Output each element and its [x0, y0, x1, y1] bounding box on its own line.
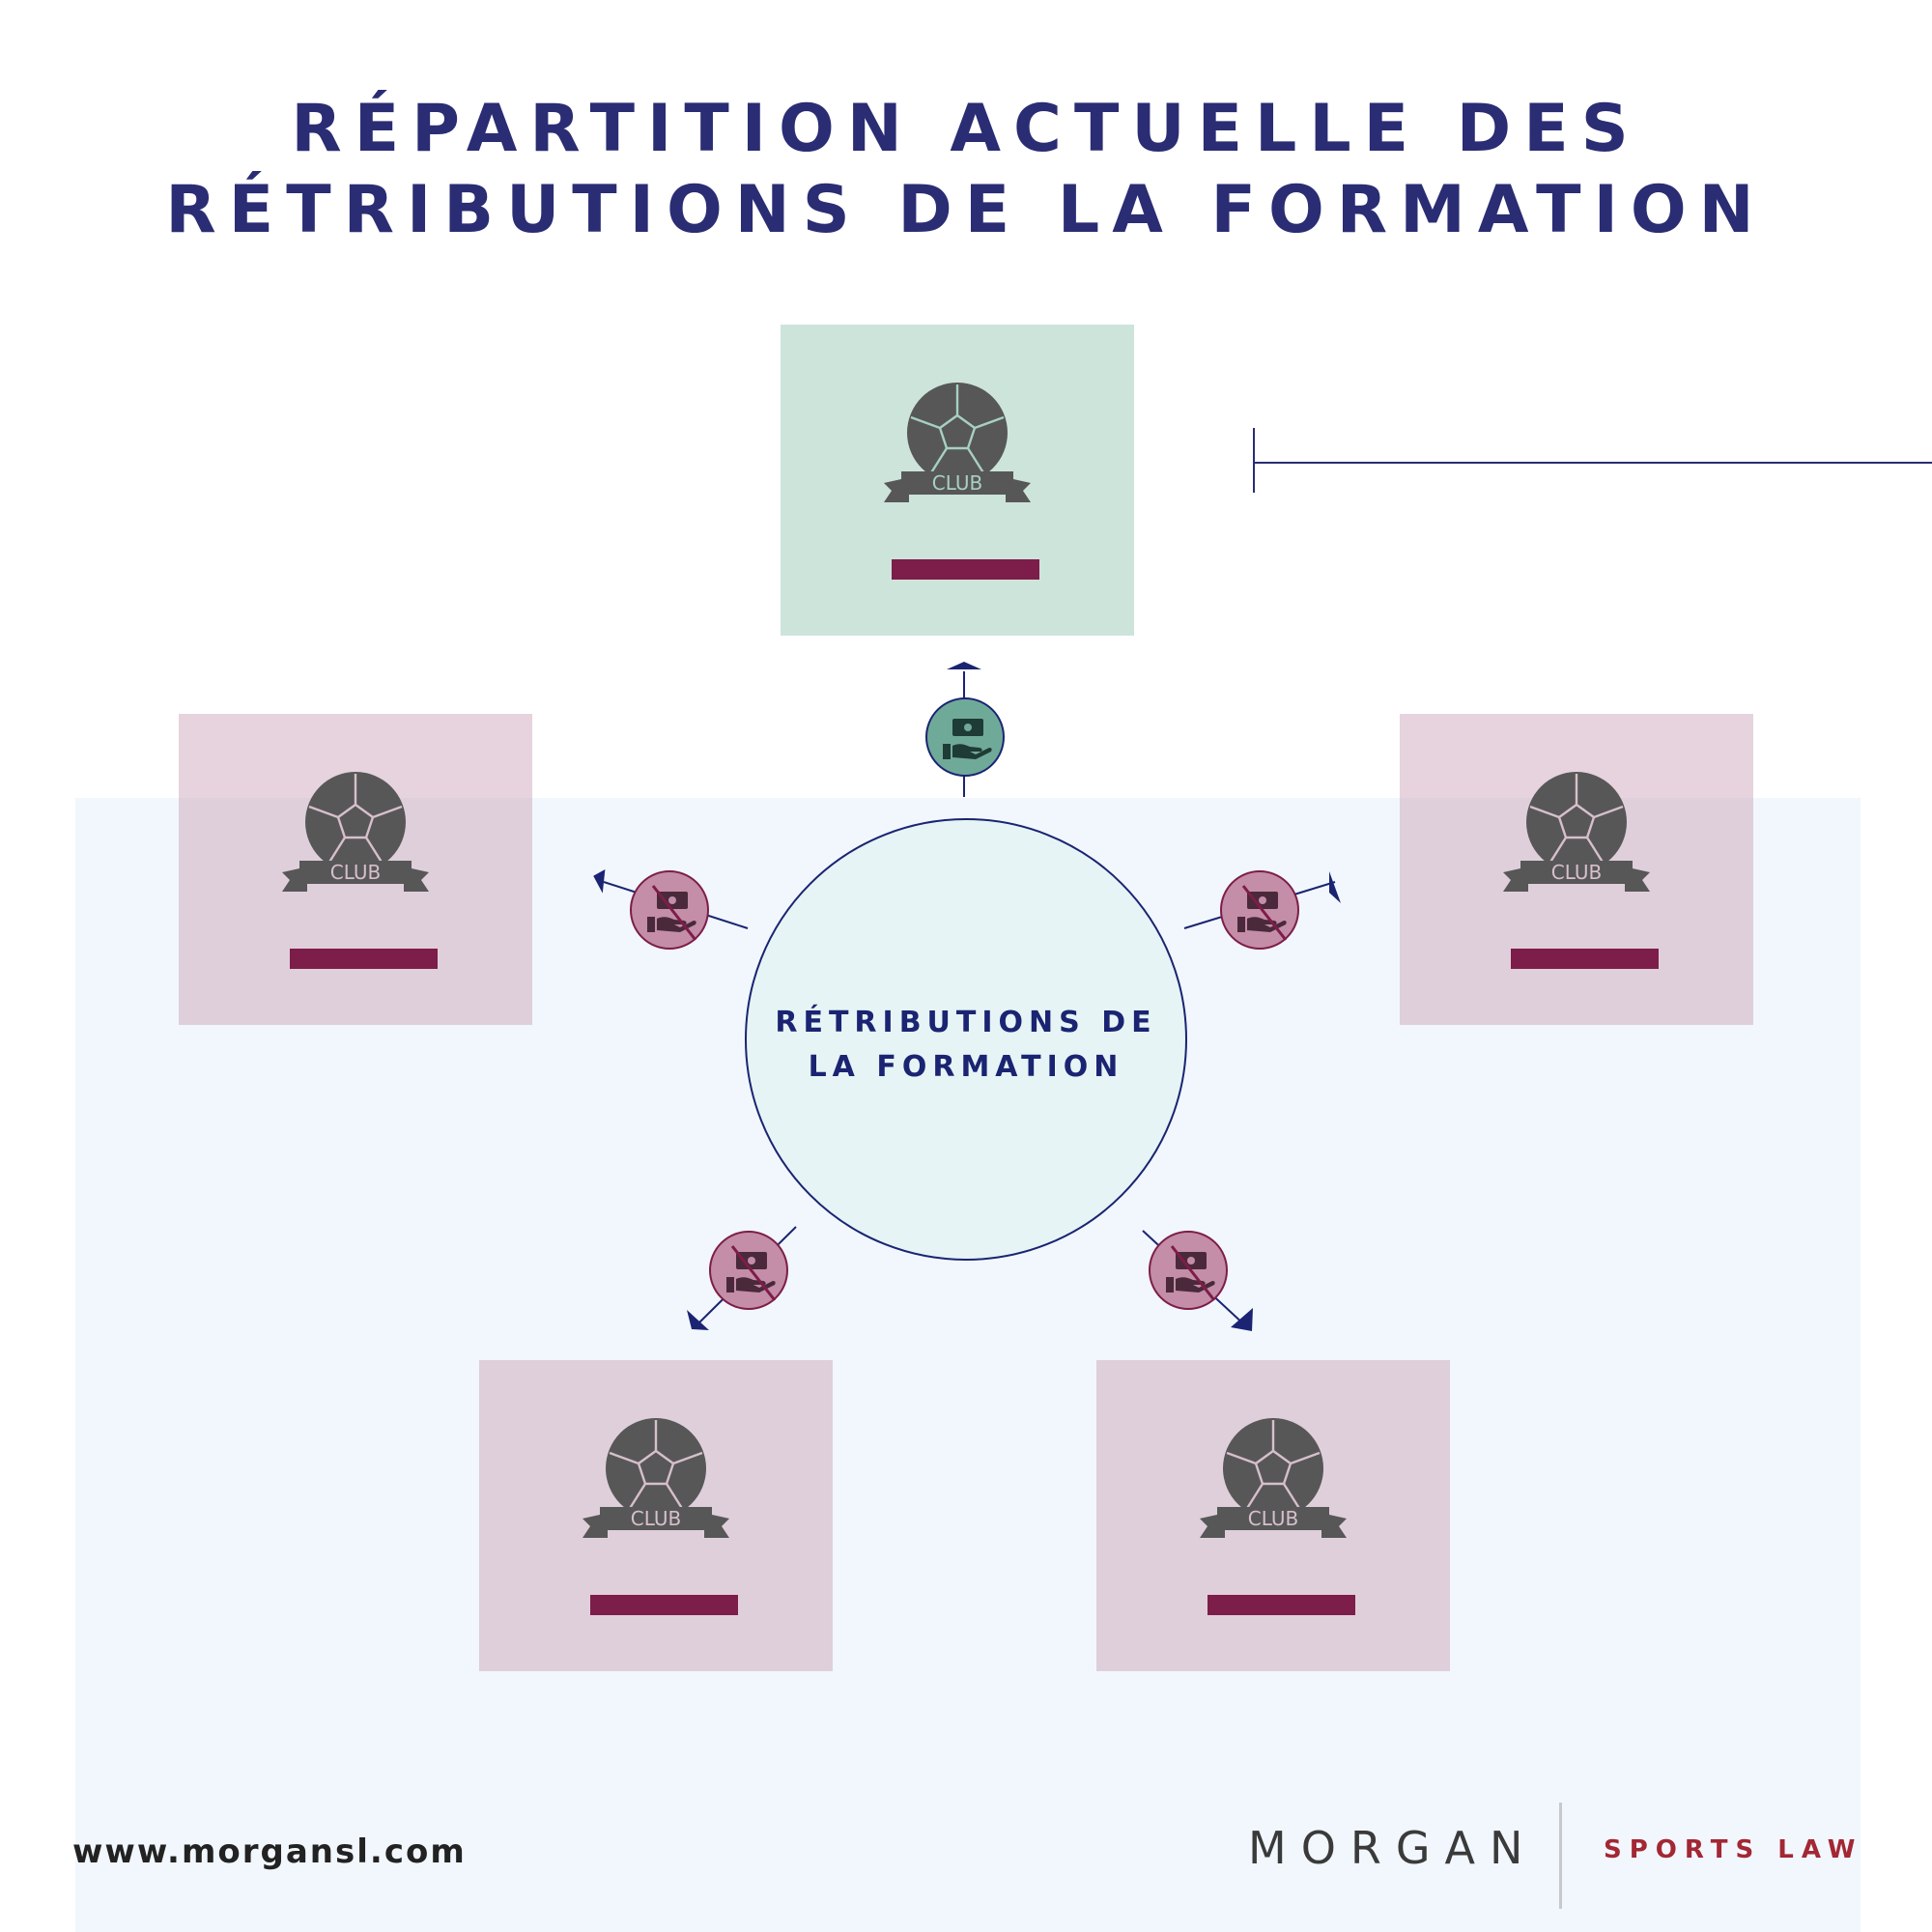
club-box-right: CLUB — [1400, 714, 1753, 1025]
arrow-left — [593, 868, 606, 894]
soccer-ball-crest-icon: CLUB — [884, 383, 1031, 502]
money-hand-crossed-icon — [726, 1245, 777, 1301]
no-payment-badge-bottom-right — [1149, 1231, 1228, 1310]
club-name-bar — [1511, 949, 1659, 969]
club-label: CLUB — [330, 861, 381, 884]
club-box-left: CLUB — [179, 714, 532, 1025]
soccer-ball-crest-icon: CLUB — [582, 1418, 729, 1538]
club-label: CLUB — [932, 471, 982, 495]
money-hand-crossed-icon — [1237, 885, 1288, 941]
no-payment-badge-left — [630, 870, 709, 950]
club-label: CLUB — [631, 1507, 681, 1530]
footer-divider — [1559, 1803, 1562, 1909]
arrow-right — [1329, 871, 1341, 903]
page-title: RÉPARTITION ACTUELLE DES RÉTRIBUTIONS DE… — [0, 89, 1932, 251]
footer-brand-tagline: SPORTS LAW — [1604, 1835, 1863, 1864]
payment-badge-top — [925, 697, 1005, 777]
center-label-line-1: RÉTRIBUTIONS DE — [775, 1006, 1157, 1039]
club-name-bar — [1208, 1595, 1355, 1615]
club-name-bar — [590, 1595, 738, 1615]
title-line-1: RÉPARTITION ACTUELLE DES — [291, 91, 1641, 167]
club-name-bar — [892, 559, 1039, 580]
footer-url-link[interactable]: www.morgansl.com — [72, 1833, 467, 1871]
arrow-bottom-right — [1231, 1308, 1253, 1331]
club-box-top: CLUB — [781, 325, 1134, 636]
footer-brand-logo: MORGAN — [1248, 1822, 1538, 1874]
arrow-top — [947, 662, 981, 669]
arrow-bottom-left — [687, 1310, 709, 1330]
club-label: CLUB — [1551, 861, 1602, 884]
money-hand-crossed-icon — [647, 885, 697, 941]
club-box-bottom-left: CLUB — [479, 1360, 833, 1671]
no-payment-badge-bottom-left — [709, 1231, 788, 1310]
center-label: RÉTRIBUTIONS DE LA FORMATION — [744, 1001, 1188, 1090]
title-line-2: RÉTRIBUTIONS DE LA FORMATION — [165, 172, 1767, 248]
no-payment-badge-right — [1220, 870, 1299, 950]
money-hand-crossed-icon — [1166, 1245, 1216, 1301]
soccer-ball-crest-icon: CLUB — [282, 772, 429, 892]
club-name-bar — [290, 949, 438, 969]
center-label-line-2: LA FORMATION — [808, 1050, 1124, 1084]
club-label: CLUB — [1248, 1507, 1298, 1530]
club-box-bottom-right: CLUB — [1096, 1360, 1450, 1671]
center-circle — [745, 818, 1187, 1261]
soccer-ball-crest-icon: CLUB — [1200, 1418, 1347, 1538]
money-hand-icon — [943, 719, 992, 759]
soccer-ball-crest-icon: CLUB — [1503, 772, 1650, 892]
